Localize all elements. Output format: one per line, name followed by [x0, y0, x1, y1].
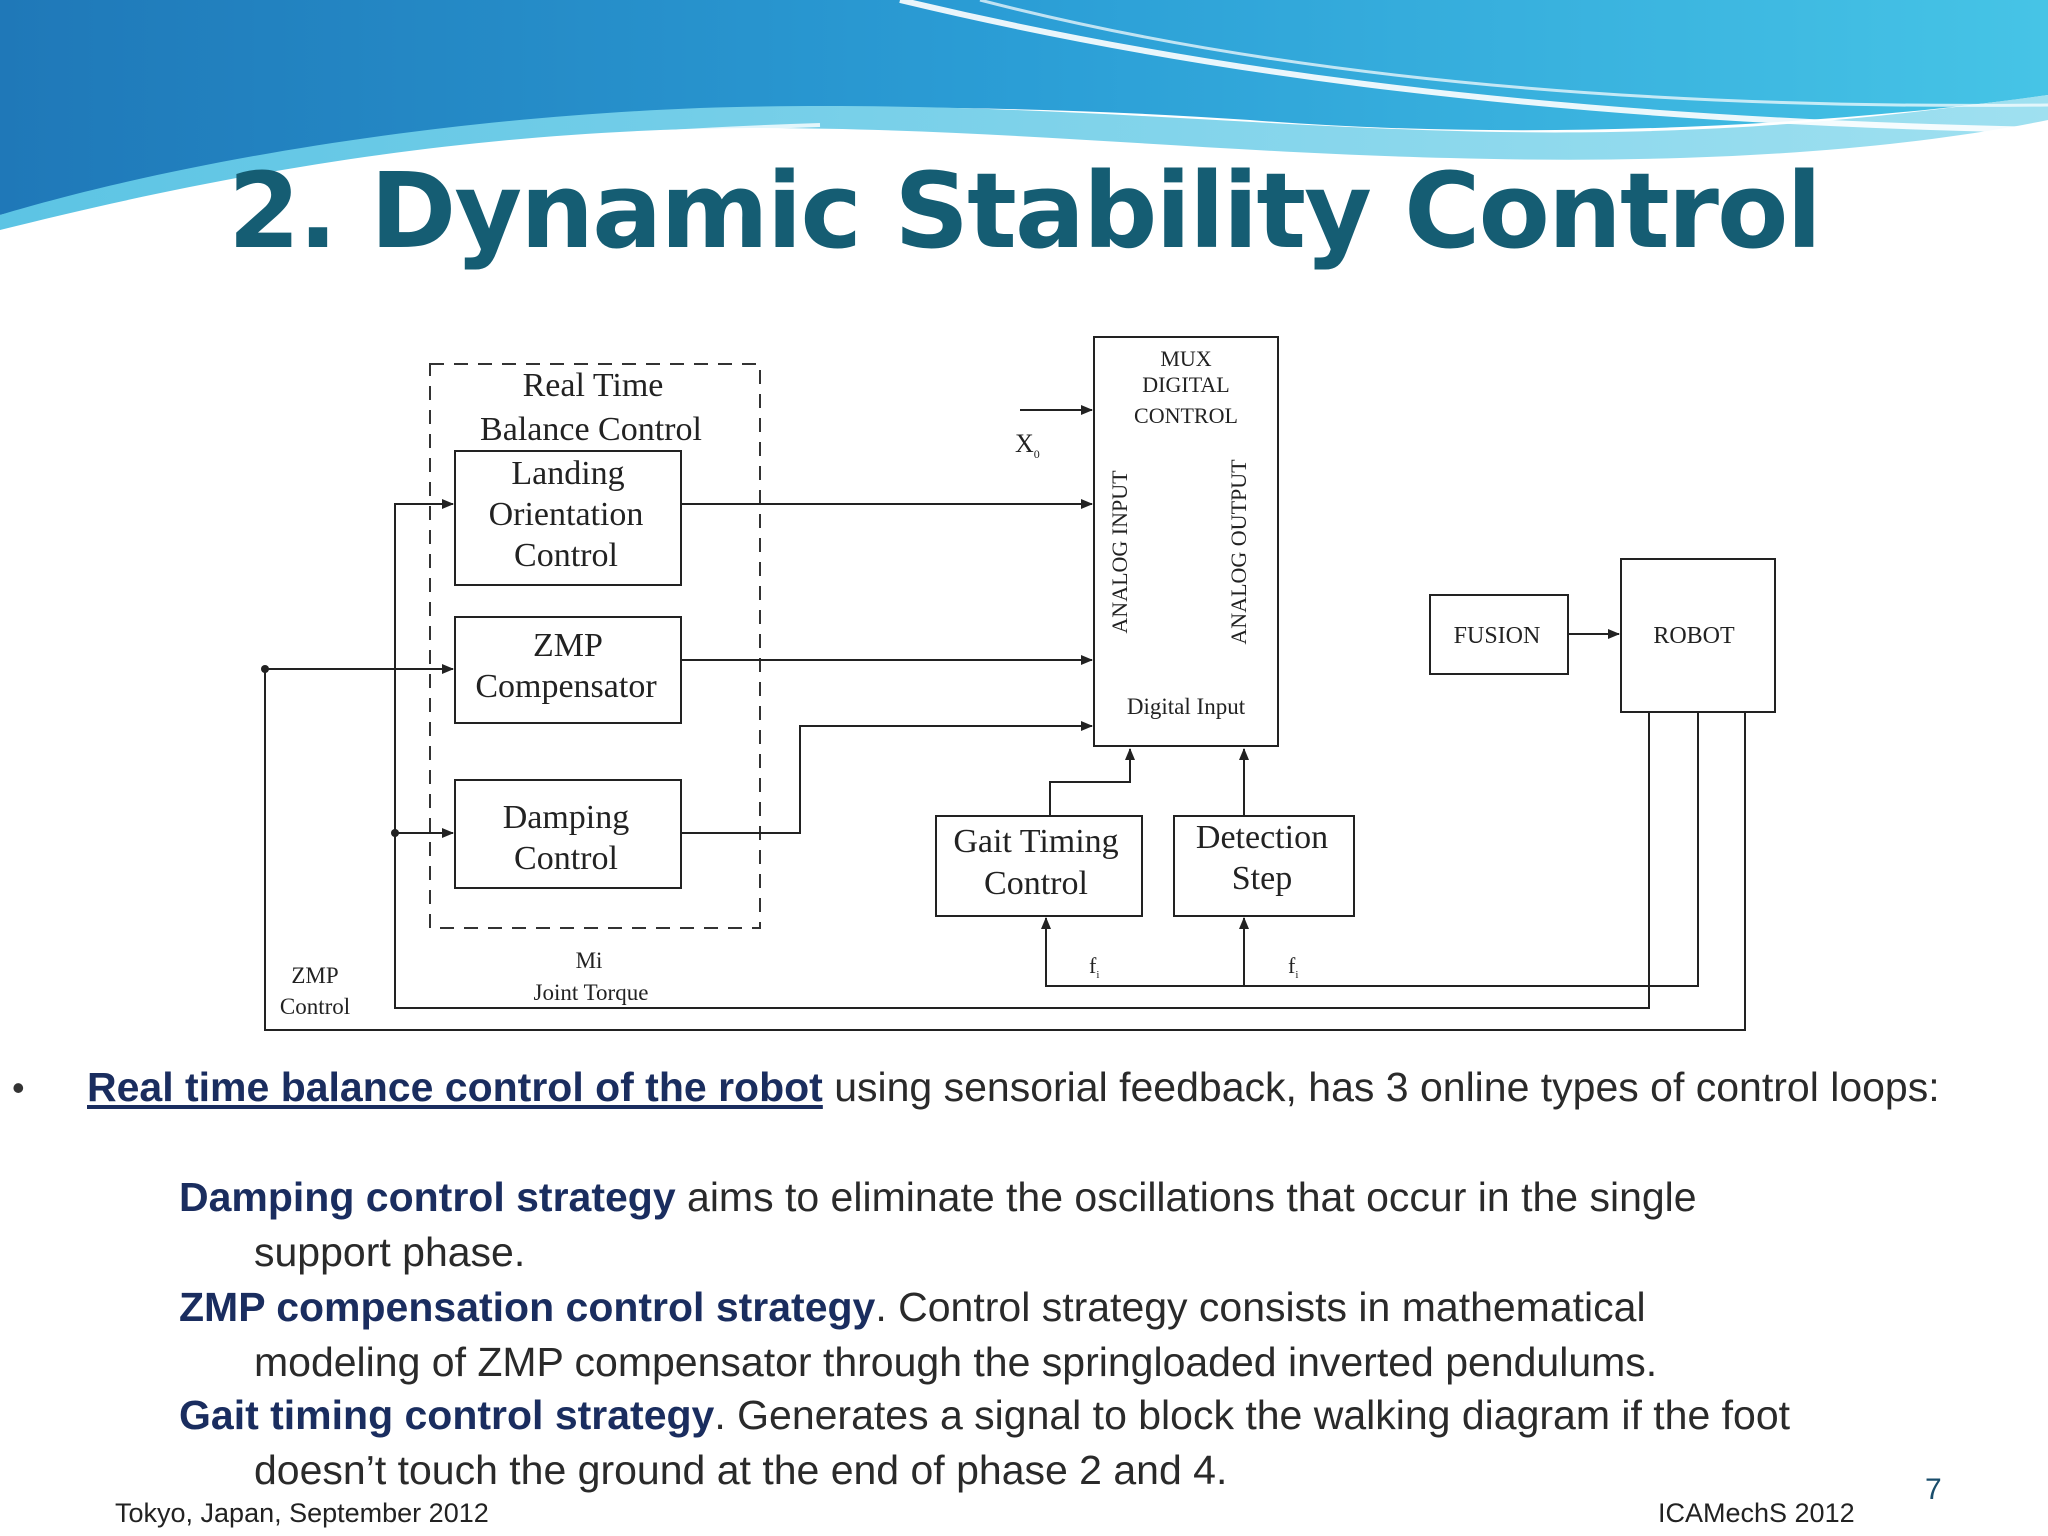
gait-line1: Gait Timing	[953, 823, 1118, 860]
landing-line2: Orientation	[489, 496, 644, 533]
robot-block	[1620, 558, 1776, 713]
damping-rest-b: support phase.	[254, 1229, 526, 1275]
landing-orientation-control-block	[454, 450, 682, 586]
zmp-line2: Compensator	[475, 668, 657, 705]
gait-strategy-item: Gait timing control strategy. Generates …	[179, 1388, 1992, 1498]
detection-line2: Step	[1232, 860, 1292, 897]
robot-feedback-fi	[1041, 712, 1699, 987]
landing-line1: Landing	[511, 455, 624, 492]
page-number: 7	[1925, 1473, 1942, 1506]
footer-conference: ICAMechS 2012	[1658, 1498, 1855, 1528]
fi-label-gait: fi	[1089, 953, 1099, 981]
junction-dot-torque	[391, 829, 399, 837]
damping-line1: Damping	[503, 799, 630, 836]
damping-rest-a: aims to eliminate the oscillations that …	[675, 1174, 1697, 1220]
junction-dot-zmp	[261, 665, 269, 673]
zmp-bold: ZMP compensation control strategy	[179, 1284, 876, 1330]
slide-title: 2. Dynamic Stability Control	[227, 150, 1822, 272]
zmp-control-label-line2: Control	[280, 994, 350, 1019]
intro-paragraph: Real time balance control of the robot u…	[87, 1060, 1992, 1115]
mi-label-line1: Mi	[576, 948, 603, 973]
intro-bold-link: Real time balance control of the robot	[87, 1064, 823, 1110]
group-title-line1: Real Time	[523, 367, 664, 404]
mux-digital-control-block	[1093, 336, 1279, 747]
group-title-line2: Balance Control	[480, 411, 702, 448]
header-wave-decoration	[0, 0, 2048, 237]
analog-output-label: ANALOG OUTPUT	[1226, 459, 1251, 645]
robot-feedback-zmp	[264, 664, 1746, 1031]
gait-rest-a: . Generates a signal to block the walkin…	[714, 1392, 1791, 1438]
gait-rest-b: doesn’t touch the ground at the end of p…	[254, 1447, 1228, 1493]
feedback-to-landing	[394, 499, 454, 833]
zmp-rest-a: . Control strategy consists in mathemati…	[875, 1284, 1646, 1330]
intro-rest: using sensorial feedback, has 3 online t…	[822, 1064, 1940, 1110]
detection-line1: Detection	[1196, 819, 1328, 856]
mux-line3: CONTROL	[1134, 403, 1238, 428]
robot-label: ROBOT	[1653, 623, 1735, 649]
landing-line3: Control	[514, 537, 618, 574]
damping-bold: Damping control strategy	[179, 1174, 676, 1220]
footer-location: Tokyo, Japan, September 2012	[115, 1498, 489, 1528]
mi-label-line2: Joint Torque	[534, 980, 649, 1005]
fusion-block	[1429, 594, 1569, 675]
zmp-line1: ZMP	[533, 627, 603, 664]
analog-input-label: ANALOG INPUT	[1107, 470, 1132, 634]
gait-bold: Gait timing control strategy	[179, 1392, 715, 1438]
x0-label: X0	[1015, 429, 1040, 461]
zmp-rest-b: modeling of ZMP compensator through the …	[254, 1339, 1658, 1385]
mux-line1: MUX	[1160, 346, 1211, 371]
control-block-diagram: Real Time Balance Control Landing Orient…	[261, 336, 1776, 1031]
detection-step-block	[1173, 815, 1355, 917]
mux-line2: DIGITAL	[1142, 372, 1229, 397]
zmp-compensator-block	[454, 616, 682, 724]
zmp-strategy-item: ZMP compensation control strategy. Contr…	[179, 1280, 1992, 1390]
damping-to-mux-arrow	[681, 721, 1093, 834]
digital-input-label: Digital Input	[1127, 694, 1246, 719]
gait-line2: Control	[984, 865, 1088, 902]
bullet-glyph: •	[12, 1067, 25, 1108]
fi-label-detection: fi	[1288, 953, 1298, 981]
gait-to-mux-arrow	[1049, 748, 1135, 816]
realtime-balance-group	[429, 363, 761, 929]
damping-strategy-item: Damping control strategy aims to elimina…	[179, 1170, 1992, 1280]
robot-feedback-joint-torque	[394, 712, 1650, 1009]
gait-timing-control-block	[935, 815, 1143, 917]
zmp-control-label-line1: ZMP	[291, 963, 338, 988]
damping-line2: Control	[514, 840, 618, 877]
fusion-label: FUSION	[1454, 623, 1541, 649]
